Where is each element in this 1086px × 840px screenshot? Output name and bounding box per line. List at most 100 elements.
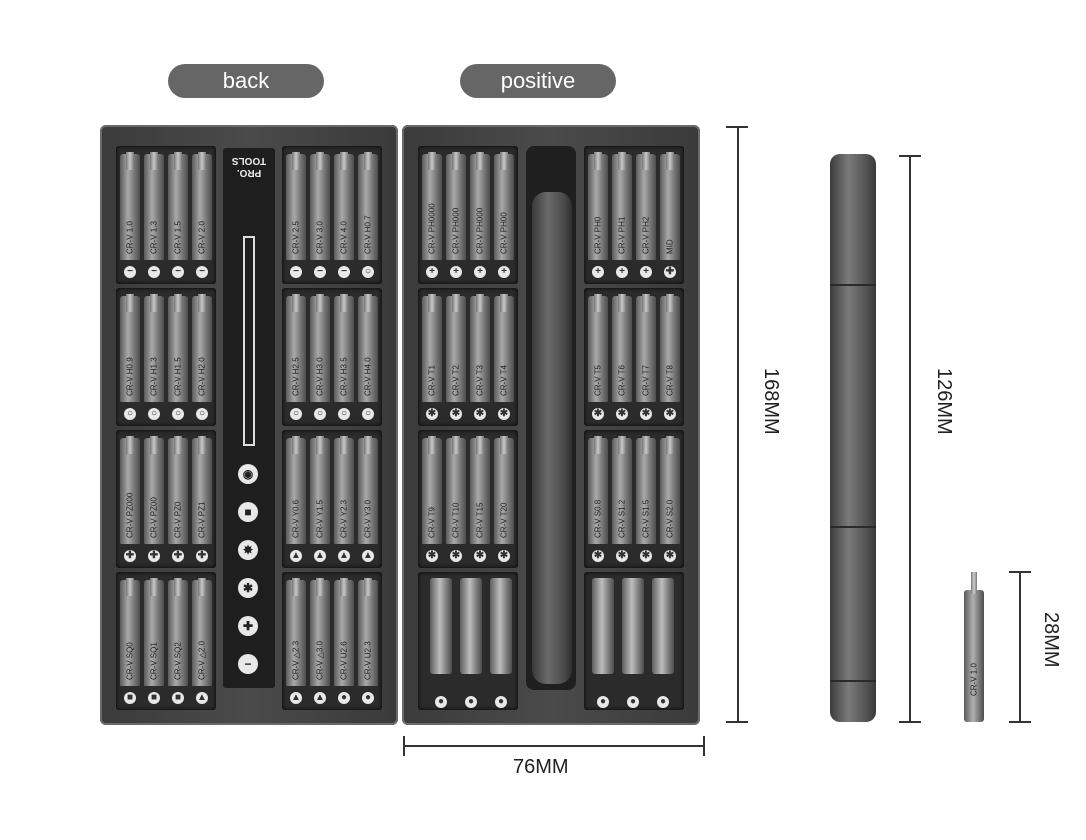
bit-type-icon: ○ xyxy=(338,408,350,420)
bit-label: CR-V U2.3 xyxy=(363,641,373,680)
bit-label: CR-V H4.0 xyxy=(363,357,373,396)
screwdriver-bit: CR-V 3.0 xyxy=(310,152,330,260)
bit-label: CR-V PH000 xyxy=(475,207,485,254)
screwdriver-bit: CR-V PH0000 xyxy=(422,152,442,260)
bit-label: CR-V PH2 xyxy=(641,216,651,254)
screwdriver-bit: CR-V △2.3 xyxy=(286,578,306,686)
case-width-line xyxy=(404,745,704,747)
bit-type-icon: + xyxy=(450,266,462,278)
screwdriver-bit: CR-V PH000 xyxy=(470,152,490,260)
bit-type-icon: ▲ xyxy=(290,550,302,562)
bit-label: CR-V H1.5 xyxy=(173,357,183,396)
extension-bit xyxy=(460,578,482,674)
bit-label: CR-V △3.0 xyxy=(315,640,325,680)
bit-type-icon: ✱ xyxy=(498,408,510,420)
bit-label: CR-V △2.3 xyxy=(291,640,301,680)
bit-type-icon: ✚ xyxy=(196,550,208,562)
bit-type-icon: + xyxy=(616,266,628,278)
bit-label: CR-V S1.2 xyxy=(617,499,627,538)
bit-type-icon: − xyxy=(172,266,184,278)
screwdriver-bit: CR-V H2.0 xyxy=(192,294,212,402)
bit-label: CR-V PZ000 xyxy=(125,492,135,538)
bit-tip xyxy=(174,578,182,596)
bit-type-icon: ✱ xyxy=(664,550,676,562)
bit-label: CR-V Y2.3 xyxy=(339,499,349,538)
bit-label: CR-V 2.5 xyxy=(291,221,301,254)
screwdriver-bit: CR-V 2.5 xyxy=(286,152,306,260)
bit-tip xyxy=(476,294,484,312)
screwdriver-bit: CR-V S1.5 xyxy=(636,436,656,544)
square-icon: ■ xyxy=(238,502,258,522)
bit-type-icon: ✱ xyxy=(426,408,438,420)
screwdriver-bit: CR-V △2.0 xyxy=(192,578,212,686)
phillips-icon: ✚ xyxy=(238,616,258,636)
bit-label: CR-V S2.0 xyxy=(665,499,675,538)
screwdriver-bit: CR-V H3.0 xyxy=(310,294,330,402)
screwdriver-bit: CR-V H3.5 xyxy=(334,294,354,402)
stored-handle xyxy=(532,192,572,684)
bit-label: CR-V PZ0 xyxy=(173,501,183,538)
bit-type-icon: ○ xyxy=(148,408,160,420)
bit-label: CR-V S0.8 xyxy=(593,499,603,538)
extension-bit xyxy=(592,578,614,674)
bit-type-icon: − xyxy=(148,266,160,278)
screwdriver-bit: CR-V Y2.3 xyxy=(334,436,354,544)
screwdriver-bit: CR-V T4 xyxy=(494,294,514,402)
positive-label: positive xyxy=(460,64,616,98)
bit-label: CR-V H2.0 xyxy=(197,357,207,396)
bit-length-cap-bottom xyxy=(1009,721,1031,723)
bit-tip xyxy=(198,436,206,454)
bit-type-icon: ✚ xyxy=(664,266,676,278)
bit-label: CR-V H3.5 xyxy=(339,357,349,396)
bit-type-icon: ✱ xyxy=(640,408,652,420)
screwdriver-bit: CR-V T15 xyxy=(470,436,490,544)
bit-type-icon: ■ xyxy=(148,692,160,704)
single-bit-label: CR-V 1.0 xyxy=(969,663,979,696)
case-width-text: 76MM xyxy=(513,756,569,778)
bit-label: CR-V Y0.6 xyxy=(291,499,301,538)
bit-type-icon: + xyxy=(640,266,652,278)
bit-type-icon: ✚ xyxy=(124,550,136,562)
bit-label: CR-V T6 xyxy=(617,365,627,396)
extension-bit xyxy=(622,578,644,674)
bit-label: CR-V SQ0 xyxy=(125,642,135,680)
bit-type-icon: ○ xyxy=(172,408,184,420)
screwdriver-bit: CR-V T7 xyxy=(636,294,656,402)
bit-tip xyxy=(150,294,158,312)
slotted-icon: − xyxy=(238,654,258,674)
bit-type-icon: ✱ xyxy=(592,550,604,562)
case-height-cap-top xyxy=(726,126,748,128)
bit-tip xyxy=(594,436,602,454)
bit-label: CR-V H1.3 xyxy=(149,357,159,396)
bit-label: CR-V 2.0 xyxy=(197,221,207,254)
bit-tip xyxy=(316,578,324,596)
handle-length-cap-bottom xyxy=(899,721,921,723)
screwdriver-bit: CR-V PH000 xyxy=(446,152,466,260)
bit-tip xyxy=(340,152,348,170)
back-label: back xyxy=(168,64,324,98)
bit-type-icon: ✱ xyxy=(450,408,462,420)
screwdriver-bit: CR-V PZ00 xyxy=(144,436,164,544)
screwdriver-bit: CR-V SQ2 xyxy=(168,578,188,686)
bit-label: CR-V S1.5 xyxy=(641,499,651,538)
screwdriver-bit: CR-V T6 xyxy=(612,294,632,402)
screwdriver-bit: CR-V PH1 xyxy=(612,152,632,260)
bit-tip xyxy=(126,152,134,170)
bit-tip xyxy=(174,152,182,170)
bit-tip xyxy=(174,294,182,312)
bit-label: CR-V T8 xyxy=(665,365,675,396)
socket-dot: ● xyxy=(657,696,669,708)
bit-type-icon: ▲ xyxy=(362,550,374,562)
bit-type-icon: ▲ xyxy=(290,692,302,704)
bit-label: CR-V PZ00 xyxy=(149,497,159,538)
bit-type-icon: ○ xyxy=(196,408,208,420)
screwdriver-bit: CR-V SQ1 xyxy=(144,578,164,686)
bit-label: CR-V Y3.0 xyxy=(363,499,373,538)
bit-type-icon: ✱ xyxy=(498,550,510,562)
bit-tip xyxy=(150,436,158,454)
bit-type-icon: − xyxy=(290,266,302,278)
screwdriver-bit: CR-V H1.3 xyxy=(144,294,164,402)
bit-type-icon: ✱ xyxy=(426,550,438,562)
extension-bit xyxy=(430,578,452,674)
bit-label: CR-V T1 xyxy=(427,365,437,396)
